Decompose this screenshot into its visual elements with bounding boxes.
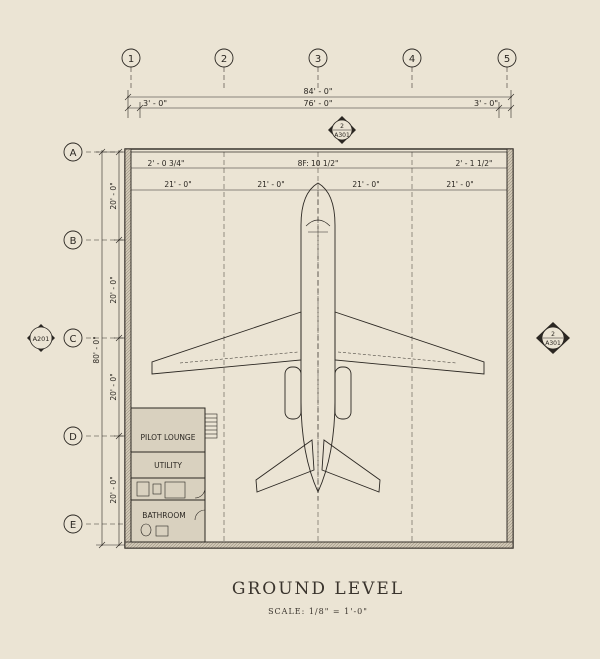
grid-row-label: D bbox=[69, 432, 77, 443]
section-marker-top: 2 A301 bbox=[328, 116, 356, 144]
dim-inner: 76' - 0" bbox=[303, 99, 332, 108]
dim-bay: 21' - 0" bbox=[446, 180, 473, 189]
grid-col-label: 3 bbox=[315, 54, 321, 65]
grid-col-label: 1 bbox=[128, 54, 134, 65]
grid-bubble-1 bbox=[121, 48, 141, 68]
hangar-walls bbox=[124, 148, 514, 549]
dim-vertical-bay: 20' - 0" bbox=[109, 476, 118, 503]
grid-row-label: E bbox=[70, 520, 76, 531]
room-label-pilot-lounge: PILOT LOUNGE bbox=[141, 433, 196, 442]
grid-bubble-2 bbox=[214, 48, 234, 68]
grid-bubble-C bbox=[63, 328, 83, 348]
grid-row-label: B bbox=[70, 236, 77, 247]
room-label-bathroom: BATHROOM bbox=[142, 511, 185, 520]
aircraft-outline bbox=[151, 182, 485, 500]
dim-door-left: 2' - 0 3/4" bbox=[148, 159, 185, 168]
grid-bubble-4 bbox=[402, 48, 422, 68]
grid-bubble-A bbox=[63, 142, 83, 162]
rooms-block bbox=[130, 407, 218, 543]
grid-bubble-D bbox=[63, 426, 83, 446]
dim-bay: 21' - 0" bbox=[352, 180, 379, 189]
dim-left-offset: 3' - 0" bbox=[143, 99, 167, 108]
svg-text:A201: A201 bbox=[33, 335, 50, 343]
grid-bubble-E bbox=[63, 514, 83, 534]
dim-overall: 84' - 0" bbox=[303, 87, 332, 96]
grid-col-label: 4 bbox=[409, 54, 415, 65]
dim-vertical-bay: 20' - 0" bbox=[109, 276, 118, 303]
grid-bubble-5 bbox=[497, 48, 517, 68]
svg-text:2: 2 bbox=[551, 331, 555, 338]
dim-vertical-bay: 20' - 0" bbox=[109, 182, 118, 209]
section-marker-left: A201 bbox=[27, 324, 55, 352]
grid-col-label: 5 bbox=[504, 54, 510, 65]
dim-right-offset: 3' - 0" bbox=[474, 99, 498, 108]
dim-bay: 21' - 0" bbox=[164, 180, 191, 189]
dim-bay: 21' - 0" bbox=[257, 180, 284, 189]
dim-door-right: 2' - 1 1/2" bbox=[456, 159, 493, 168]
svg-text:A301: A301 bbox=[334, 132, 350, 139]
svg-text:2: 2 bbox=[340, 123, 344, 130]
room-label-utility: UTILITY bbox=[154, 461, 182, 470]
grid-row-label: C bbox=[70, 334, 77, 345]
grid-bubble-3 bbox=[308, 48, 328, 68]
dim-vertical-overall: 80' - 0" bbox=[92, 336, 101, 363]
grid-row-label: A bbox=[70, 148, 77, 159]
dim-vertical-bay: 20' - 0" bbox=[109, 373, 118, 400]
grid-bubble-B bbox=[63, 230, 83, 250]
svg-text:A301: A301 bbox=[545, 340, 561, 347]
dim-door-center: 8F: 10 1/2" bbox=[298, 159, 339, 168]
drawing-scale: SCALE: 1/8" = 1'-0" bbox=[268, 607, 368, 616]
drawing-title: GROUND LEVEL bbox=[232, 579, 404, 599]
grid-col-label: 2 bbox=[221, 54, 227, 65]
section-marker-right: 2 A301 bbox=[536, 322, 570, 354]
